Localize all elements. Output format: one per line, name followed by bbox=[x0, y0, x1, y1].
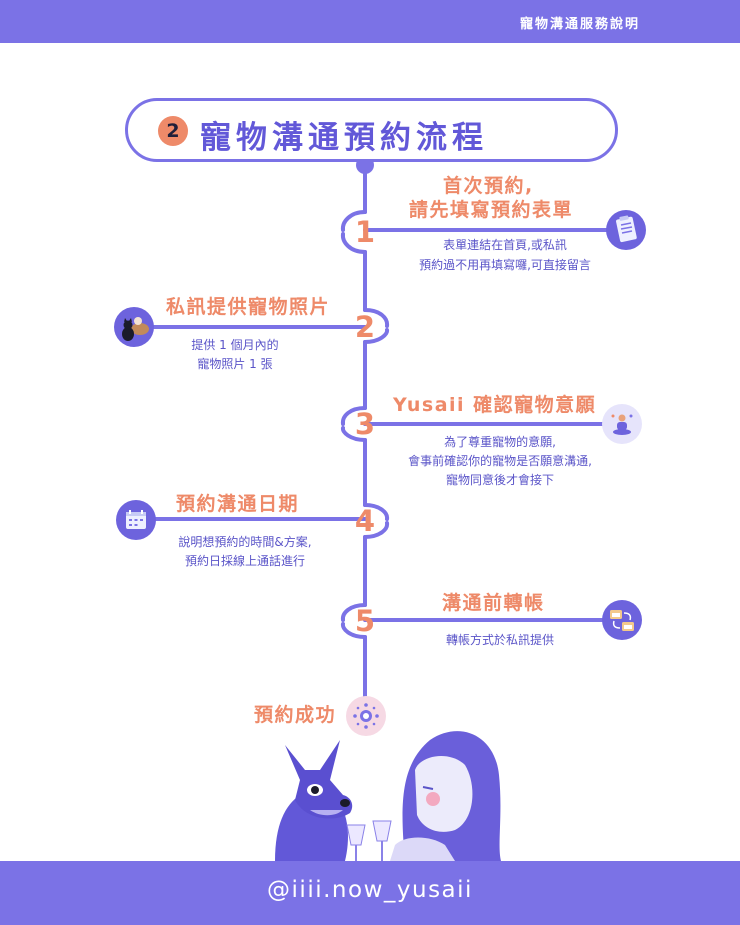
sparkle-icon bbox=[346, 696, 386, 736]
step-5-title: 溝通前轉帳 bbox=[442, 592, 545, 614]
transfer-folder-icon bbox=[602, 600, 642, 640]
pets-photo-icon bbox=[114, 307, 154, 347]
step-2-title: 私訊提供寵物照片 bbox=[166, 296, 331, 318]
footer-bar: @iiii.now_yusaii bbox=[0, 861, 740, 925]
dog-and-girl-toast-illustration bbox=[275, 731, 501, 861]
step-4-desc-line1: 說明想預約的時間&方案, bbox=[178, 535, 312, 549]
header-title: 寵物溝通服務說明 bbox=[519, 17, 640, 32]
calendar-icon bbox=[116, 500, 156, 540]
step-1-number: 1 bbox=[354, 215, 376, 249]
header-bar: 寵物溝通服務說明 bbox=[0, 0, 740, 43]
page-title: 寵物溝通預約流程 bbox=[200, 120, 488, 156]
social-handle: @iiii.now_yusaii bbox=[267, 877, 473, 903]
step-4-title: 預約溝通日期 bbox=[176, 493, 300, 515]
step-4-number: 4 bbox=[354, 504, 376, 538]
step-2-number: 2 bbox=[354, 310, 376, 344]
step-5-number: 5 bbox=[354, 604, 376, 638]
step-1-desc-line2: 預約過不用再填寫囉,可直接留言 bbox=[419, 258, 591, 272]
step-5-desc-line1: 轉帳方式於私訊提供 bbox=[445, 633, 554, 647]
title-number-badge: 2 bbox=[158, 116, 188, 146]
step-1-desc-line1: 表單連結在首頁,或私訊 bbox=[443, 238, 567, 252]
title-pill: 2 寵物溝通預約流程 bbox=[125, 98, 618, 162]
step-3-desc-line1: 為了尊重寵物的意願, bbox=[444, 435, 556, 449]
meditation-icon bbox=[602, 404, 642, 444]
step-2-desc-line2: 寵物照片 1 張 bbox=[197, 357, 273, 371]
step-3-title: Yusaii 確認寵物意願 bbox=[393, 394, 597, 416]
step-2-desc-line1: 提供 1 個月內的 bbox=[191, 338, 279, 352]
step-1-title-line2: 請先填寫預約表單 bbox=[409, 199, 574, 221]
step-4-desc-line2: 預約日採線上通話進行 bbox=[184, 554, 305, 568]
step-3-desc-line3: 寵物同意後才會接下 bbox=[445, 473, 554, 487]
step-1-title-line1: 首次預約, bbox=[443, 175, 534, 197]
form-clipboard-icon bbox=[606, 210, 646, 250]
step-3-desc-line2: 會事前確認你的寵物是否願意溝通, bbox=[408, 454, 592, 468]
step-3-number: 3 bbox=[354, 407, 376, 441]
success-label: 預約成功 bbox=[254, 704, 337, 726]
